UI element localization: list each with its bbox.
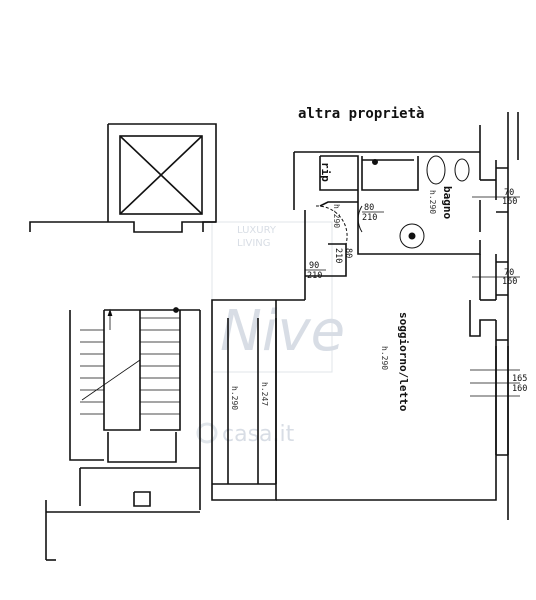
room-label-soggiorno: soggiorno/letto — [397, 312, 410, 412]
svg-text:165: 165 — [512, 374, 527, 384]
svg-text:210: 210 — [307, 271, 322, 281]
svg-text:70: 70 — [504, 268, 514, 278]
watermark-brand-line2: LIVING — [237, 238, 271, 249]
svg-text:80: 80 — [343, 248, 353, 258]
door-swings — [315, 205, 363, 245]
svg-text:160: 160 — [502, 277, 517, 287]
svg-text:210: 210 — [333, 248, 343, 263]
walls — [29, 112, 519, 561]
window-big-dims: 165 160 — [470, 369, 527, 397]
soggiorno-height: h.290 — [380, 346, 389, 370]
window-mid-dims: 70 160 — [472, 268, 520, 287]
shower-drain-icon — [372, 159, 378, 165]
svg-text:70: 70 — [504, 188, 514, 198]
svg-text:80: 80 — [364, 203, 374, 213]
bathroom-fixtures — [372, 155, 470, 249]
plan-title: altra proprietà — [298, 106, 424, 122]
window-bagno-dims: 70 160 — [472, 188, 520, 207]
svg-text:210: 210 — [362, 213, 377, 223]
toilet-icon — [426, 155, 446, 185]
sink-icon — [399, 223, 425, 249]
watermark: LUXURY LIVING Nive casa.it — [196, 221, 345, 447]
side-height: h.290 — [230, 386, 239, 410]
svg-text:160: 160 — [502, 197, 517, 207]
watermark-brand-line1: LUXURY — [237, 225, 277, 236]
corridor-height: h.290 — [332, 204, 341, 228]
watermark-logo-icon — [196, 422, 218, 444]
svg-text:160: 160 — [512, 384, 527, 394]
watermark-script: Nive — [220, 299, 345, 364]
bagno-height: h.290 — [428, 190, 437, 214]
room-label-bagno: bagno — [441, 186, 454, 219]
door-entry-dims: 90 210 — [305, 261, 326, 281]
svg-text:90: 90 — [309, 261, 319, 271]
bidet-icon — [454, 158, 470, 182]
room-label-rip: rip — [319, 162, 332, 182]
loft-height: h.247 — [260, 382, 269, 406]
door-inner-dims: 80 210 — [333, 248, 353, 263]
stair-treads — [80, 307, 180, 415]
door-bagno-dims: 80 210 — [362, 203, 384, 223]
